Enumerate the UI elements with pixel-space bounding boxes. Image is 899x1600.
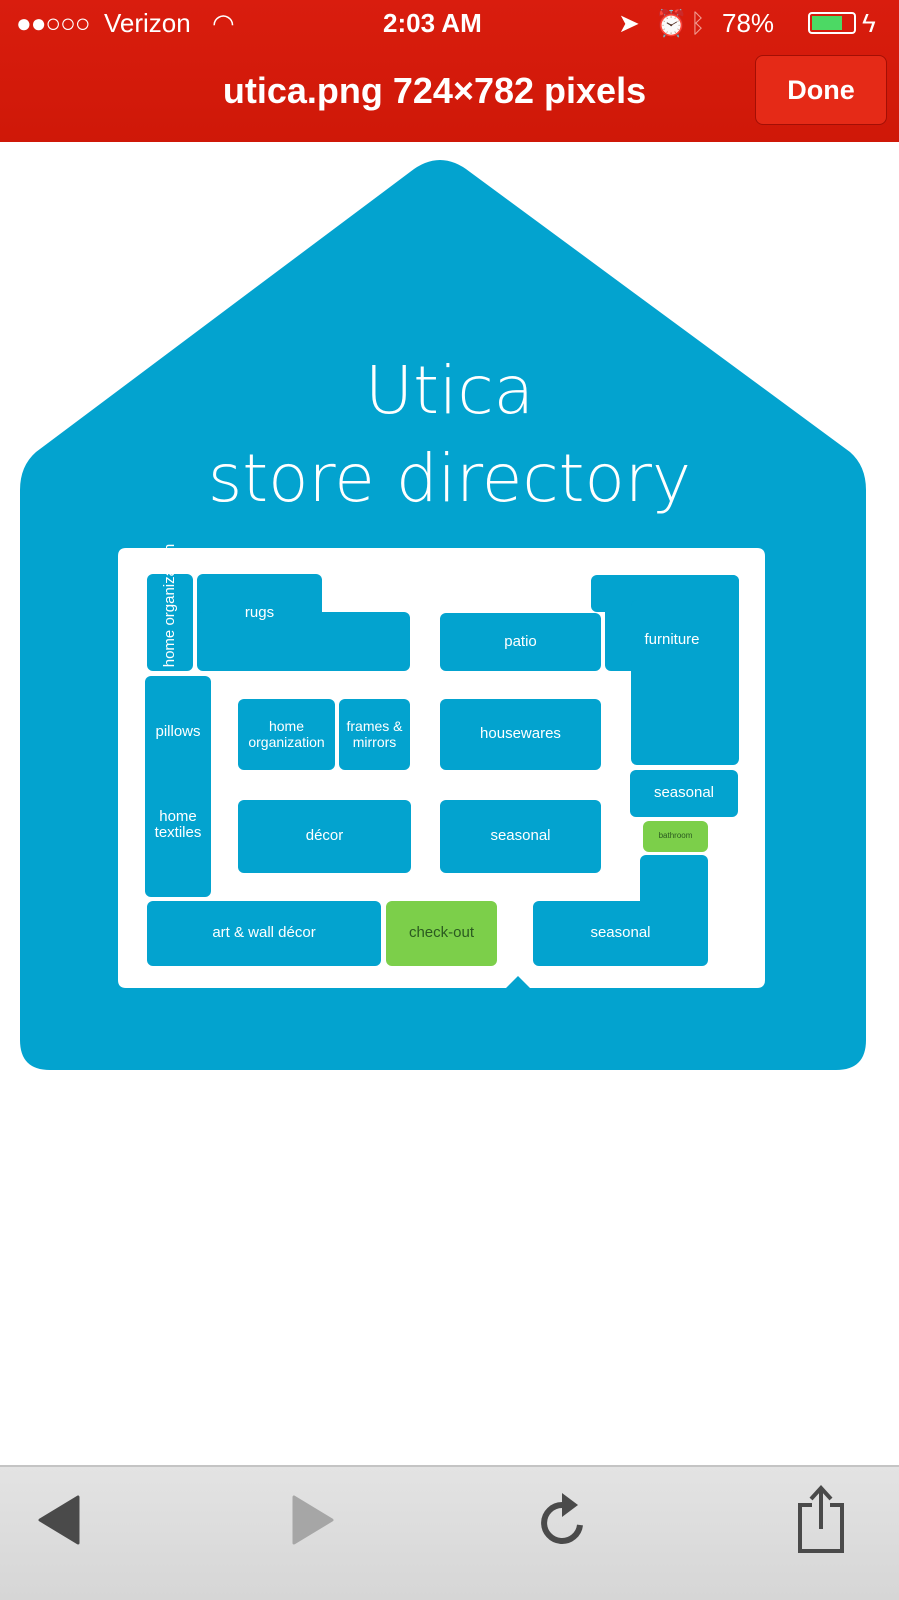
furniture-label: furniture	[644, 630, 700, 648]
section-check-out: check-out	[386, 901, 497, 966]
safari-top-bar: ●●○○○ Verizon ◠ 2:03 AM ➤ ⏰ ᛒ 78% ϟ utic…	[0, 0, 899, 142]
forward-icon[interactable]	[292, 1495, 336, 1545]
charging-icon: ϟ	[862, 8, 876, 38]
section-patio: patio	[440, 613, 601, 671]
done-button[interactable]: Done	[755, 55, 887, 125]
reload-icon[interactable]	[540, 1491, 590, 1551]
section-home-organization-vertical: home organization	[147, 544, 193, 671]
alarm-icon: ⏰	[655, 8, 688, 38]
battery-icon	[808, 12, 856, 34]
clock: 2:03 AM	[383, 8, 482, 38]
wifi-icon: ◠	[212, 8, 235, 38]
section-pillows-textiles: pillows home textiles	[145, 676, 211, 897]
section-rugs	[197, 612, 410, 671]
pillows-label: pillows	[155, 723, 201, 740]
section-housewares: housewares	[440, 699, 601, 770]
map-title-line2: store directory	[207, 440, 692, 517]
section-seasonal-right: seasonal	[630, 770, 738, 817]
battery-percent: 78%	[722, 8, 775, 38]
home-textiles-label: home textiles	[154, 807, 202, 841]
section-art-wall-decor: art & wall décor	[147, 901, 381, 966]
share-icon[interactable]	[794, 1485, 848, 1555]
carrier: Verizon	[104, 8, 191, 38]
rugs-label: rugs	[244, 604, 275, 621]
bluetooth-icon: ᛒ	[690, 8, 706, 38]
safari-bottom-toolbar	[0, 1465, 899, 1600]
page-title: utica.png 724×782 pixels	[222, 70, 647, 111]
section-furniture-bottom	[631, 600, 739, 765]
section-frames-mirrors: frames & mirrors	[339, 699, 410, 770]
map-title-line1: Utica	[364, 352, 535, 429]
section-decor: décor	[238, 800, 411, 873]
signal-strength: ●●○○○	[16, 8, 91, 38]
location-icon: ➤	[618, 8, 640, 38]
section-home-organization: home organization	[238, 699, 335, 770]
section-bathroom: bathroom	[643, 821, 708, 852]
section-seasonal-middle: seasonal	[440, 800, 601, 873]
back-icon[interactable]	[36, 1495, 80, 1545]
section-seasonal-bottom: seasonal	[533, 901, 708, 966]
